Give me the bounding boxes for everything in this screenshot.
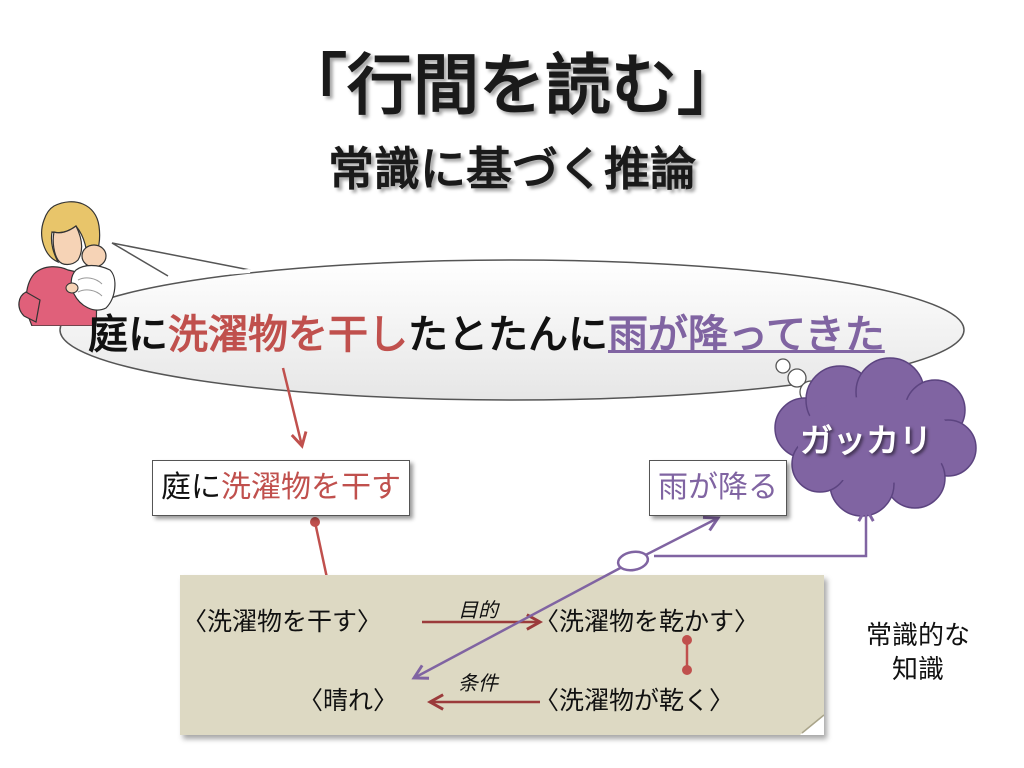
sentence-part-hang-laundry: 洗濯物を干し xyxy=(168,312,408,358)
box-left-part2: 洗濯物を干す xyxy=(221,470,401,505)
bubble-sentence: 庭に洗濯物を干したとたんに雨が降ってきた xyxy=(88,302,885,360)
thought-dot xyxy=(775,358,791,374)
side-label-line1: 常識的な xyxy=(865,621,970,651)
label-condition: 条件 xyxy=(458,671,498,695)
page-subtitle: 常識に基づく推論 xyxy=(328,142,696,196)
side-label-line2: 知識 xyxy=(891,654,944,685)
thought-cloud xyxy=(774,357,977,517)
box-left-part1: 庭に xyxy=(161,470,221,505)
knowledge-laundry-dries: 〈洗濯物が乾く〉 xyxy=(534,686,735,715)
knowledge-hang-laundry: 〈洗濯物を干す〉 xyxy=(182,607,383,636)
sentence-part-as-soon: たとたんに xyxy=(408,312,608,358)
sentence-part-rain: 雨が降ってきた xyxy=(608,312,885,358)
side-label: 常識的な 知識 xyxy=(848,620,988,688)
arrow-sentence-to-box xyxy=(281,367,302,446)
knowledge-sunny: 〈晴れ〉 xyxy=(298,686,399,715)
label-purpose: 目的 xyxy=(458,598,498,622)
speech-bubble xyxy=(59,242,965,401)
mother-with-baby-icon xyxy=(18,201,116,326)
panel-fold xyxy=(800,714,824,735)
knowledge-dry-laundry: 〈洗濯物を乾かす〉 xyxy=(534,607,760,636)
event-box-rain: 雨が降る xyxy=(649,460,787,516)
page-title: 「行間を読む」 xyxy=(281,47,743,124)
connector-dot xyxy=(310,517,320,527)
event-box-hang-laundry: 庭に洗濯物を干す xyxy=(152,460,410,516)
thought-dot xyxy=(787,368,807,388)
sentence-part-garden: 庭に xyxy=(88,312,168,358)
cloud-text: ガッカリ xyxy=(800,421,932,460)
